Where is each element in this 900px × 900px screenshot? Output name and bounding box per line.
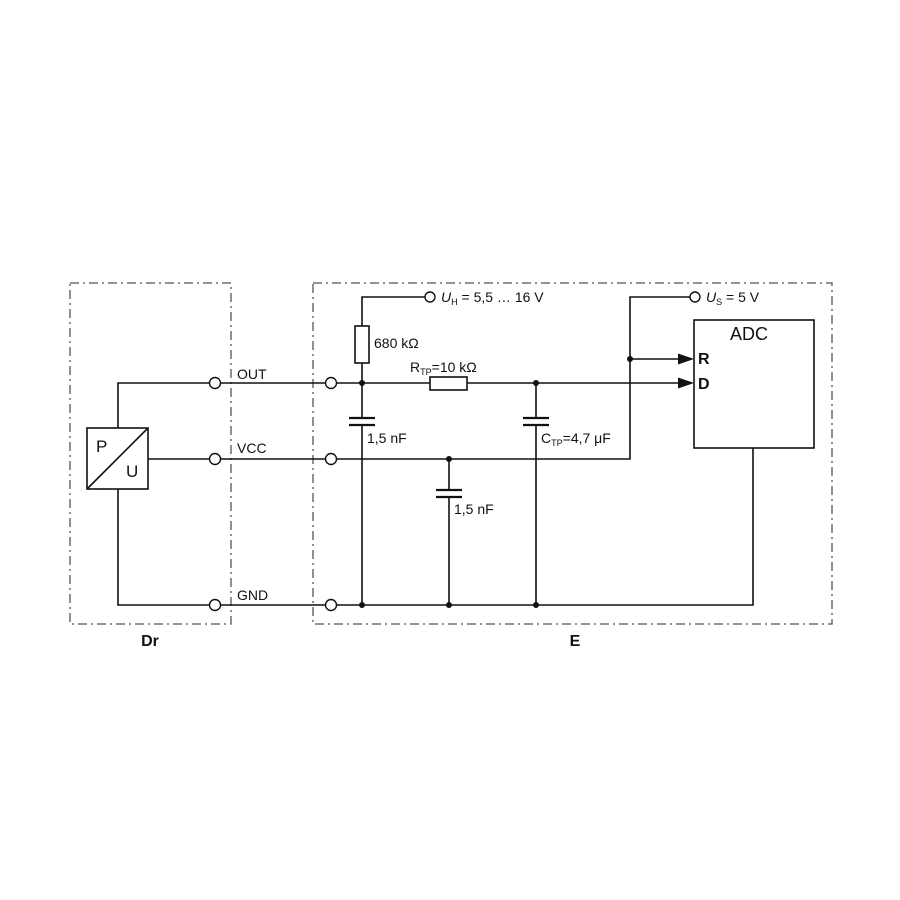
us-supply-label: US = 5 V — [706, 289, 760, 307]
dr-block-label: Dr — [141, 633, 159, 650]
terminal-out-left — [208, 376, 222, 390]
junction-dot — [533, 602, 539, 608]
sensor-gnd-wire — [117, 489, 209, 606]
sensor-letter-p: P — [96, 437, 107, 456]
d-arrow-head — [678, 377, 694, 389]
junction-dot — [359, 380, 365, 386]
terminal-gnd-right — [324, 598, 338, 612]
out-label: OUT — [237, 366, 267, 382]
ctp-symbol: C — [541, 430, 551, 446]
e-block-frame — [312, 282, 833, 625]
terminal-vcc-left — [208, 452, 222, 466]
rtp-resistor — [429, 376, 468, 391]
gnd-label: GND — [237, 587, 268, 603]
dr-block-frame — [69, 282, 232, 625]
uh-wire-top — [361, 296, 425, 326]
r-arrow-head — [678, 353, 694, 365]
sensor-letter-u: U — [126, 462, 138, 481]
ctp-value: =4,7 μF — [563, 430, 611, 446]
junction-dot — [359, 602, 365, 608]
us-symbol: U — [706, 289, 717, 305]
ctp-subscript: TP — [551, 438, 563, 448]
pullup-resistor-label: 680 kΩ — [374, 335, 419, 351]
terminal-out-right — [324, 376, 338, 390]
terminal-vcc-right — [324, 452, 338, 466]
uh-symbol: U — [441, 289, 452, 305]
junction-dot — [533, 380, 539, 386]
uh-subscript: H — [451, 297, 458, 307]
junction-dot — [627, 356, 633, 362]
us-terminal — [689, 291, 701, 303]
us-subscript: S — [716, 297, 722, 307]
pressure-sensor-symbol: P U — [86, 427, 149, 490]
adc-block — [693, 319, 815, 449]
sensor-out-wire — [117, 382, 209, 428]
vcc-label: VCC — [237, 440, 267, 456]
terminal-gnd-left — [208, 598, 222, 612]
uh-supply-label: UH = 5,5 … 16 V — [441, 289, 544, 307]
rtp-label: RTP=10 kΩ — [410, 359, 477, 377]
junction-dot — [446, 456, 452, 462]
junction-dot — [446, 602, 452, 608]
uh-value: = 5,5 … 16 V — [458, 289, 545, 305]
adc-pin-d: D — [698, 376, 710, 393]
rtp-subscript: TP — [420, 367, 432, 377]
cap-out-label: 1,5 nF — [367, 430, 407, 446]
rtp-symbol: R — [410, 359, 420, 375]
pullup-resistor — [354, 325, 370, 364]
vcc-supply-wire — [337, 296, 690, 460]
cap-vcc-label: 1,5 nF — [454, 501, 494, 517]
us-value: = 5 V — [722, 289, 760, 305]
ctp-label: CTP=4,7 μF — [541, 430, 611, 448]
adc-title: ADC — [730, 324, 768, 344]
ground-bus — [337, 448, 754, 606]
uh-terminal — [424, 291, 436, 303]
e-block-label: E — [570, 633, 581, 650]
rtp-value: =10 kΩ — [432, 359, 477, 375]
adc-pin-r: R — [698, 351, 710, 368]
